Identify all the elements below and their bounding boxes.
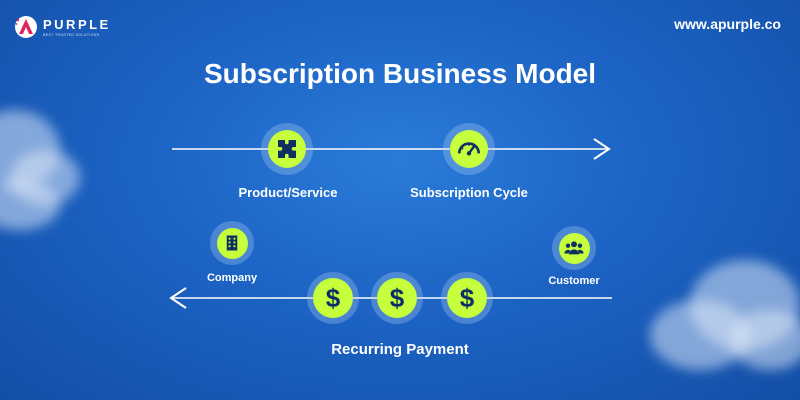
- logo-mark-icon: [15, 16, 37, 38]
- dollar-symbol: $: [325, 282, 341, 313]
- puzzle-icon: [278, 140, 296, 158]
- product-service-node: [261, 123, 313, 175]
- company-label: Company: [206, 272, 258, 284]
- cloud-right: [730, 310, 800, 370]
- top-arrow-head: [593, 138, 611, 160]
- building-icon: [226, 235, 238, 251]
- subscription-cycle-label: Subscription Cycle: [410, 185, 528, 200]
- subscription-cycle-node: [443, 123, 495, 175]
- dollar-icon: $: [377, 278, 417, 318]
- customer-label: Customer: [548, 275, 600, 287]
- payment-coin: $: [371, 272, 423, 324]
- gauge-icon: [457, 142, 481, 156]
- page-title: Subscription Business Model: [203, 58, 597, 89]
- bottom-arrow-head: [169, 287, 187, 309]
- company-node: [210, 221, 254, 265]
- users-icon: [564, 241, 584, 255]
- product-service-label: Product/Service: [238, 185, 338, 200]
- payment-coin: $: [307, 272, 359, 324]
- logo-text: PURPLE BEST TRUSTED SOLUTIONS: [43, 18, 111, 37]
- dollar-symbol: $: [389, 282, 405, 313]
- website-link[interactable]: www.apurple.co: [674, 16, 781, 32]
- recurring-payment-label: Recurring Payment: [331, 341, 469, 358]
- customer-node: [552, 226, 596, 270]
- payment-coin: $: [441, 272, 493, 324]
- dollar-icon: $: [447, 278, 487, 318]
- brand-logo[interactable]: PURPLE BEST TRUSTED SOLUTIONS: [14, 15, 111, 39]
- dollar-symbol: $: [459, 282, 475, 313]
- brand-name: PURPLE: [43, 16, 111, 32]
- brand-tagline: BEST TRUSTED SOLUTIONS: [43, 32, 100, 37]
- dollar-icon: $: [313, 278, 353, 318]
